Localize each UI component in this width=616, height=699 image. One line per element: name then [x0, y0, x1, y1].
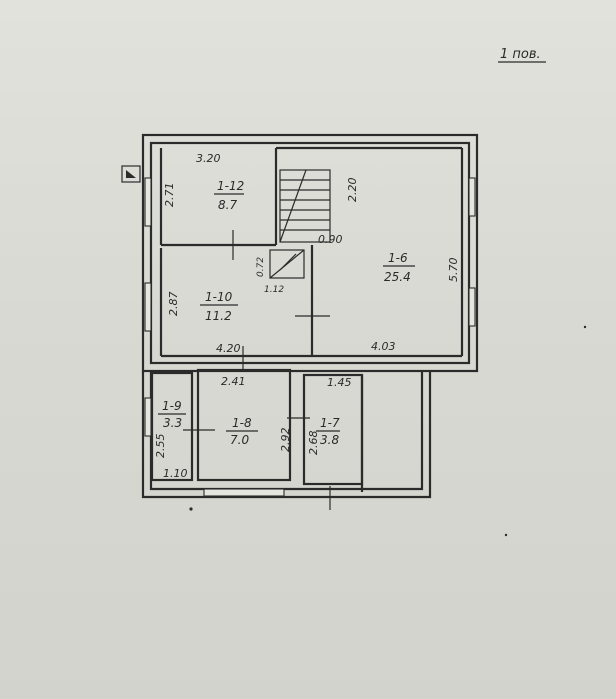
- outer-wall-lower: [141, 371, 432, 499]
- outer-wall-upper: [141, 133, 479, 373]
- window-left-lower: [144, 397, 152, 437]
- ink-dot: [583, 325, 587, 329]
- window-right-middle: [468, 287, 476, 327]
- dim-closet-width: 1.12: [264, 285, 284, 295]
- chimney-icon: [121, 165, 141, 183]
- room-1-12-area: 8.7: [218, 198, 237, 212]
- dim-closet-height: 0.72: [256, 257, 266, 277]
- dim-r6-width: 4.03: [371, 340, 396, 353]
- dim-r9-width: 1.10: [163, 467, 188, 480]
- room-1-9-outline: [150, 371, 194, 482]
- room-1-12-id: 1-12: [217, 179, 244, 193]
- dim-r9-height: 2.55: [154, 434, 167, 459]
- dim-r12-width: 3.20: [196, 152, 221, 165]
- window-right-top: [468, 177, 476, 217]
- window-bottom: [203, 488, 285, 497]
- room-1-8-id: 1-8: [232, 416, 252, 430]
- room-1-8-area: 7.0: [230, 433, 249, 447]
- dim-r8-height: 2.92: [279, 428, 292, 453]
- room-1-6-id: 1-6: [388, 251, 408, 265]
- closet: [269, 249, 305, 279]
- stair-direction-line: [279, 169, 307, 243]
- dim-r10-width: 4.20: [216, 342, 241, 355]
- inner-wall-upper: [149, 141, 471, 365]
- dim-r7-height: 2.68: [307, 431, 320, 456]
- window-left-top: [144, 177, 152, 227]
- room-1-9-id: 1-9: [162, 399, 182, 413]
- chimney-mark-icon: [126, 170, 136, 178]
- closet-diagonal: [279, 253, 297, 271]
- room-1-6-area: 25.4: [384, 270, 411, 284]
- room-1-7-area: 3.8: [320, 433, 339, 447]
- dim-r7-width: 1.45: [327, 376, 352, 389]
- ink-dot: [504, 533, 508, 537]
- room-1-7-id: 1-7: [320, 416, 340, 430]
- closet-diagonal: [269, 249, 305, 279]
- dim-r6-height: 5.70: [447, 258, 460, 283]
- ink-dot: [189, 507, 193, 511]
- dim-r10-height: 2.87: [167, 292, 180, 317]
- room-1-10-id: 1-10: [205, 290, 233, 304]
- dim-r8-width: 2.41: [221, 375, 246, 388]
- stair-well: [279, 169, 331, 243]
- dim-stair-width: 2.20: [346, 178, 359, 203]
- plan-title: 1 пов.: [500, 47, 541, 62]
- window-left-middle: [144, 282, 152, 332]
- room-1-10-area: 11.2: [205, 309, 232, 323]
- room-1-8-outline: [196, 368, 292, 482]
- dim-r12-height: 2.71: [163, 183, 176, 208]
- room-1-9-area: 3.3: [163, 416, 182, 430]
- dim-opening: 0.90: [318, 233, 343, 246]
